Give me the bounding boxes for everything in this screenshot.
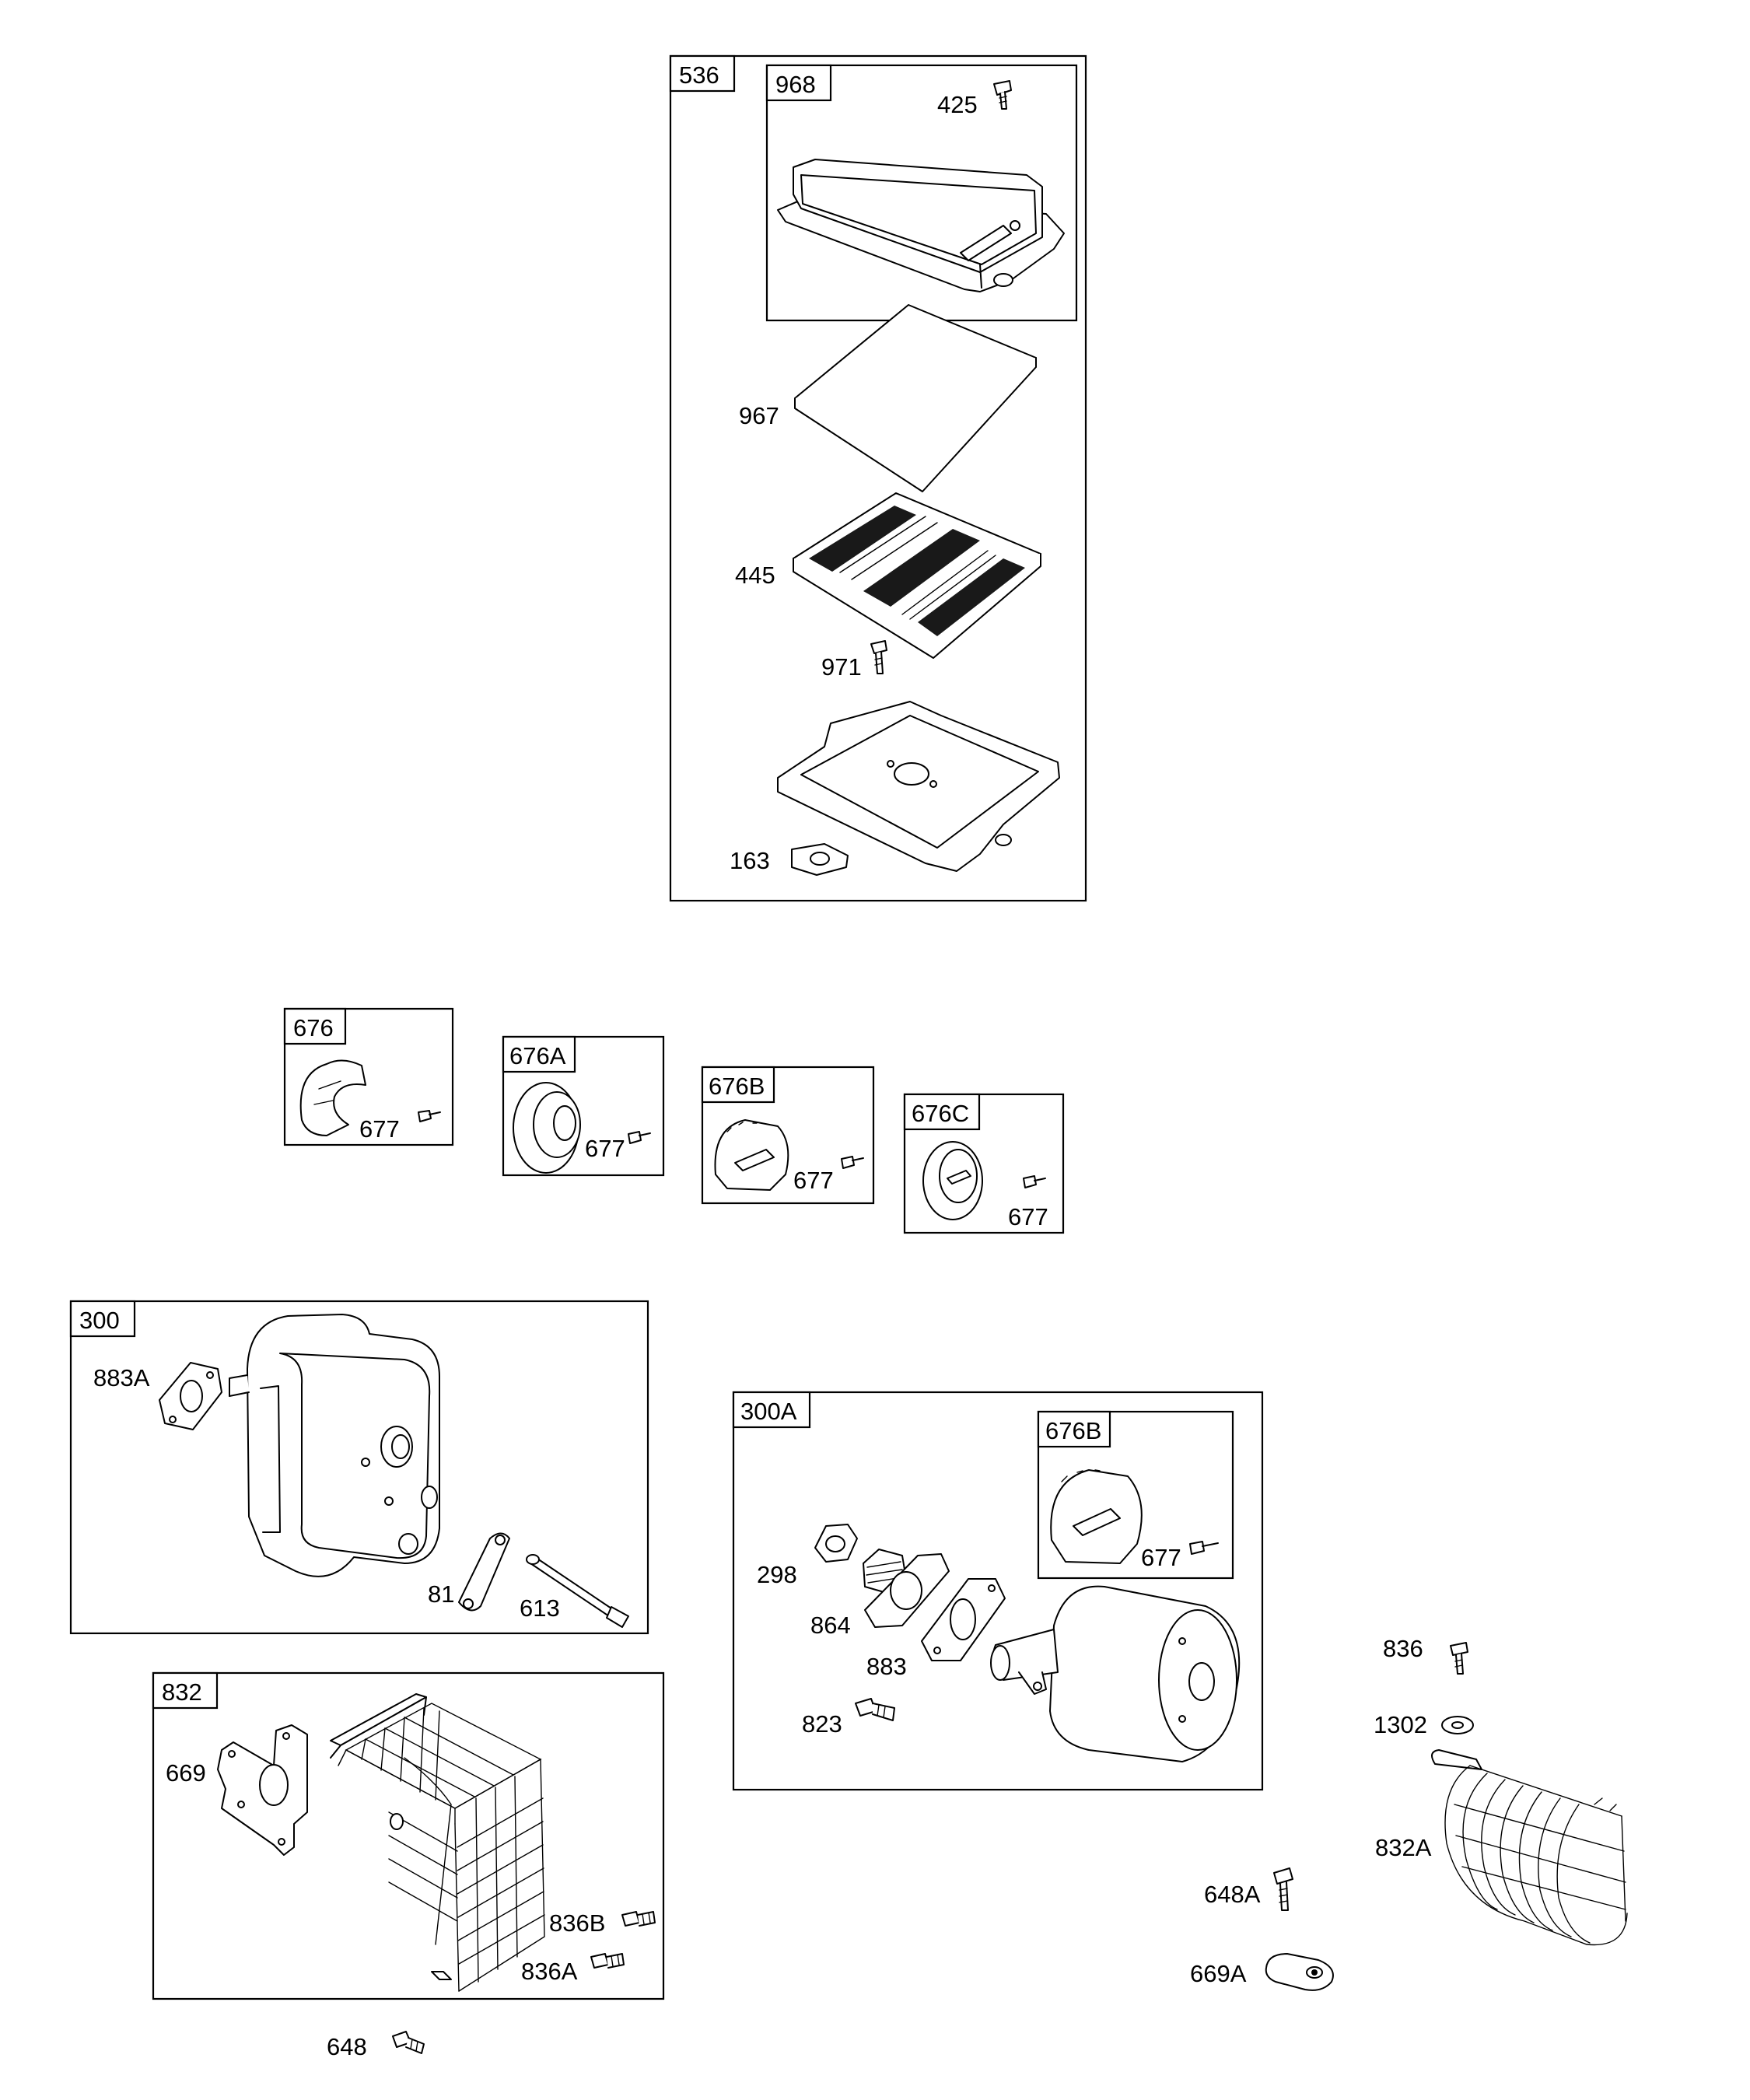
label-677a: 677 [359, 1115, 400, 1143]
label-163: 163 [730, 847, 770, 874]
air-cleaner-cover-part [777, 159, 1065, 292]
screw-971-part [870, 640, 887, 674]
screw-836B-part [621, 1911, 656, 1927]
label-298: 298 [757, 1561, 797, 1588]
label-613: 613 [520, 1594, 560, 1622]
gasket-883-part [921, 1578, 1006, 1661]
tag-676B-2: 676B [1045, 1417, 1101, 1444]
air-cleaner-base-part [777, 701, 1060, 872]
group-676C: 676C 677 [903, 1093, 1065, 1234]
filter-element-445-part [793, 492, 1041, 659]
label-971: 971 [821, 653, 862, 681]
bolt-823-part [855, 1698, 895, 1721]
washer-1302-part [1441, 1716, 1474, 1734]
screw-836A-part [590, 1953, 625, 1969]
group-676A: 676A 677 [502, 1035, 665, 1177]
label-677c: 677 [793, 1167, 834, 1194]
label-445: 445 [735, 562, 775, 589]
bracket-669A-part [1265, 1953, 1334, 1991]
group-832: 832 669 [152, 1671, 665, 2000]
bolt-613-part [526, 1554, 629, 1628]
label-669: 669 [166, 1759, 206, 1787]
screw-648-part [392, 2031, 425, 2054]
guard-832-part [330, 1693, 545, 1992]
tag-968: 968 [775, 71, 816, 98]
group-676B: 676B 677 [701, 1066, 875, 1205]
lock-plate-81-part [458, 1532, 510, 1612]
nut-298-part [814, 1524, 858, 1563]
group-676: 676 677 [283, 1007, 454, 1146]
tag-676: 676 [293, 1014, 334, 1041]
label-883A: 883A [93, 1364, 150, 1391]
label-836A: 836A [521, 1958, 578, 1985]
tag-676C: 676C [912, 1100, 969, 1127]
tag-300: 300 [79, 1307, 120, 1334]
guard-832A-part [1431, 1749, 1628, 1946]
gasket-163-part [791, 843, 849, 876]
group-300: 300 883A 81 [69, 1300, 649, 1635]
group-300A: 300A 676B 677 298 864 883 [732, 1391, 1264, 1791]
tag-676A: 676A [509, 1042, 566, 1069]
label-864: 864 [810, 1612, 851, 1639]
label-677b: 677 [585, 1135, 625, 1162]
tag-676B: 676B [709, 1073, 765, 1100]
screw-425-part [993, 80, 1012, 110]
muffler-300A-part [990, 1585, 1241, 1762]
bracket-669-part [217, 1724, 308, 1856]
muffler-300-part [229, 1314, 440, 1577]
label-425: 425 [937, 91, 978, 118]
group-536: 536 968 425 967 [669, 54, 1087, 902]
tag-300A: 300A [740, 1398, 797, 1425]
label-836B: 836B [549, 1909, 605, 1937]
label-836: 836 [1383, 1635, 1423, 1662]
tag-536: 536 [679, 61, 719, 89]
label-1302: 1302 [1374, 1711, 1427, 1738]
label-967: 967 [739, 402, 779, 429]
label-832A: 832A [1375, 1834, 1432, 1861]
screw-648A-part [1273, 1867, 1293, 1911]
label-823: 823 [802, 1710, 842, 1738]
tag-832: 832 [162, 1678, 202, 1706]
prefilter-967-part [794, 304, 1037, 492]
label-648A: 648A [1204, 1881, 1261, 1908]
label-883: 883 [866, 1653, 907, 1680]
label-669A: 669A [1190, 1960, 1247, 1987]
label-81: 81 [428, 1580, 454, 1608]
label-677d: 677 [1008, 1203, 1048, 1230]
screw-836-part [1450, 1642, 1468, 1675]
gasket-883A-part [159, 1362, 222, 1430]
label-648: 648 [327, 2033, 367, 2060]
label-677e: 677 [1141, 1544, 1181, 1571]
adapter-864-part [863, 1549, 950, 1628]
